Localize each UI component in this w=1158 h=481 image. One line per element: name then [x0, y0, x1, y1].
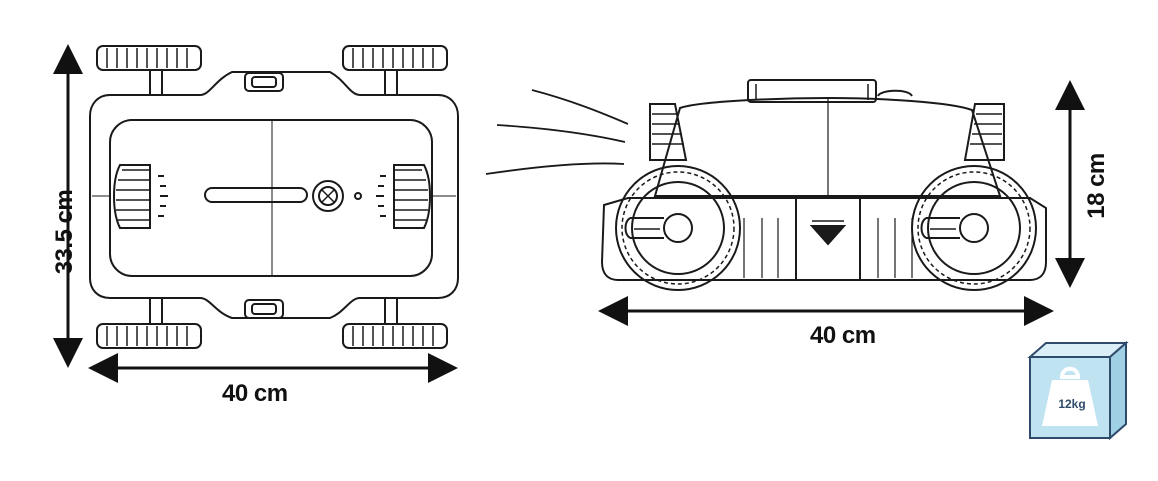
top-view-wheel-rear-right — [342, 323, 448, 349]
top-view-wheel-front-right — [342, 45, 448, 71]
weight-box-icon — [1027, 340, 1129, 441]
side-view-width-label: 40 cm — [810, 322, 876, 349]
side-view-height-label: 18 cm — [1083, 153, 1110, 219]
side-view-robot — [485, 79, 1047, 281]
top-view-width-label: 40 cm — [222, 380, 288, 407]
top-view-robot — [89, 70, 459, 324]
top-view-wheel-front-left — [96, 45, 202, 71]
top-view-depth-label: 33.5 cm — [51, 189, 78, 275]
weight-label: 12kg — [1058, 397, 1086, 411]
side-view-wheel-left — [615, 165, 741, 291]
top-view-wheel-rear-left — [96, 323, 202, 349]
side-view-wheel-right — [911, 165, 1037, 291]
